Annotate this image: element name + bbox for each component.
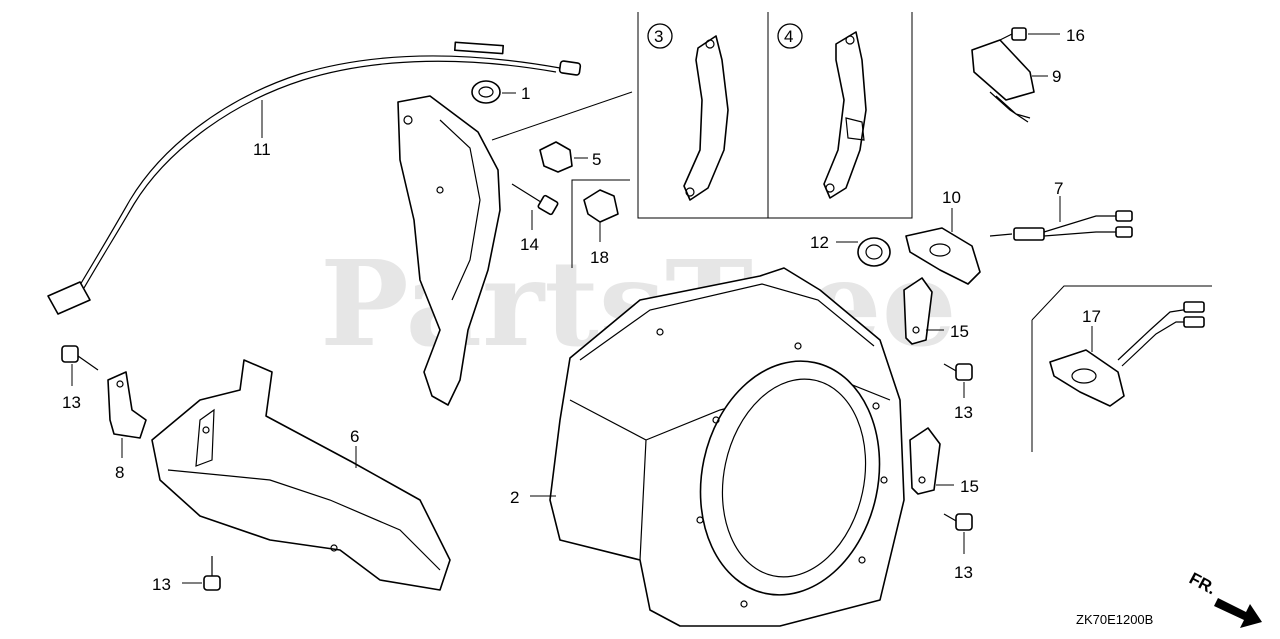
part-7-wire[interactable]	[989, 210, 1133, 241]
callout-4: 4	[777, 23, 803, 49]
part-13-bolt-left-a[interactable]	[61, 345, 99, 371]
label-13d: 13	[152, 575, 171, 594]
part-9-switch[interactable]	[971, 39, 1035, 123]
part-13-bolt-left-b[interactable]	[203, 556, 221, 591]
callout-3: 3	[647, 23, 673, 49]
label-6: 6	[350, 427, 359, 446]
label-16: 16	[1066, 26, 1085, 45]
label-12: 12	[810, 233, 829, 252]
part-shroud-plate[interactable]	[397, 95, 501, 406]
detail-box	[637, 12, 913, 219]
part-15-clamp-lower[interactable]	[909, 427, 941, 495]
label-17: 17	[1082, 307, 1101, 326]
part-5-clip[interactable]	[539, 141, 573, 173]
box-18	[571, 179, 630, 268]
svg-text:3: 3	[654, 27, 663, 46]
part-15-clamp-upper[interactable]	[903, 277, 933, 345]
part-6-lower-shroud[interactable]	[151, 359, 451, 591]
label-7: 7	[1054, 179, 1063, 198]
label-11: 11	[253, 140, 271, 159]
box-17-top	[1031, 285, 1212, 321]
part-13-bolt-right-a[interactable]	[943, 363, 973, 381]
label-18: 18	[590, 248, 609, 267]
part-4-bracket[interactable]	[823, 31, 867, 199]
part-2-fan-cover[interactable]	[549, 267, 905, 627]
part-3-bracket[interactable]	[683, 35, 729, 201]
part-17-sensor[interactable]	[1049, 301, 1205, 407]
label-13a: 13	[62, 393, 81, 412]
detail-leader	[491, 91, 633, 141]
part-13-bolt-right-b[interactable]	[943, 513, 973, 531]
svg-text:4: 4	[784, 27, 793, 46]
part-16-bolt[interactable]	[999, 27, 1027, 41]
label-10: 10	[942, 188, 961, 207]
label-13b: 13	[954, 403, 973, 422]
label-9: 9	[1052, 67, 1061, 86]
part-11-cable[interactable]	[47, 41, 582, 315]
label-14: 14	[520, 235, 539, 254]
part-8-stay[interactable]	[107, 371, 147, 439]
part-1-nut[interactable]	[471, 80, 501, 104]
diagram-code: ZK70E1200B	[1076, 612, 1153, 627]
front-indicator: FR.	[1186, 569, 1219, 599]
front-arrow-icon	[1214, 598, 1262, 628]
part-12-grommet[interactable]	[857, 237, 891, 267]
label-2: 2	[510, 488, 519, 507]
part-14-bolt[interactable]	[511, 183, 559, 216]
part-10-sensor[interactable]	[905, 227, 981, 285]
part-18-clip[interactable]	[583, 189, 619, 223]
label-5: 5	[592, 150, 601, 169]
label-8: 8	[115, 463, 124, 482]
label-15a: 15	[950, 322, 969, 341]
label-1: 1	[521, 84, 530, 103]
label-13c: 13	[954, 563, 973, 582]
label-15b: 15	[960, 477, 979, 496]
